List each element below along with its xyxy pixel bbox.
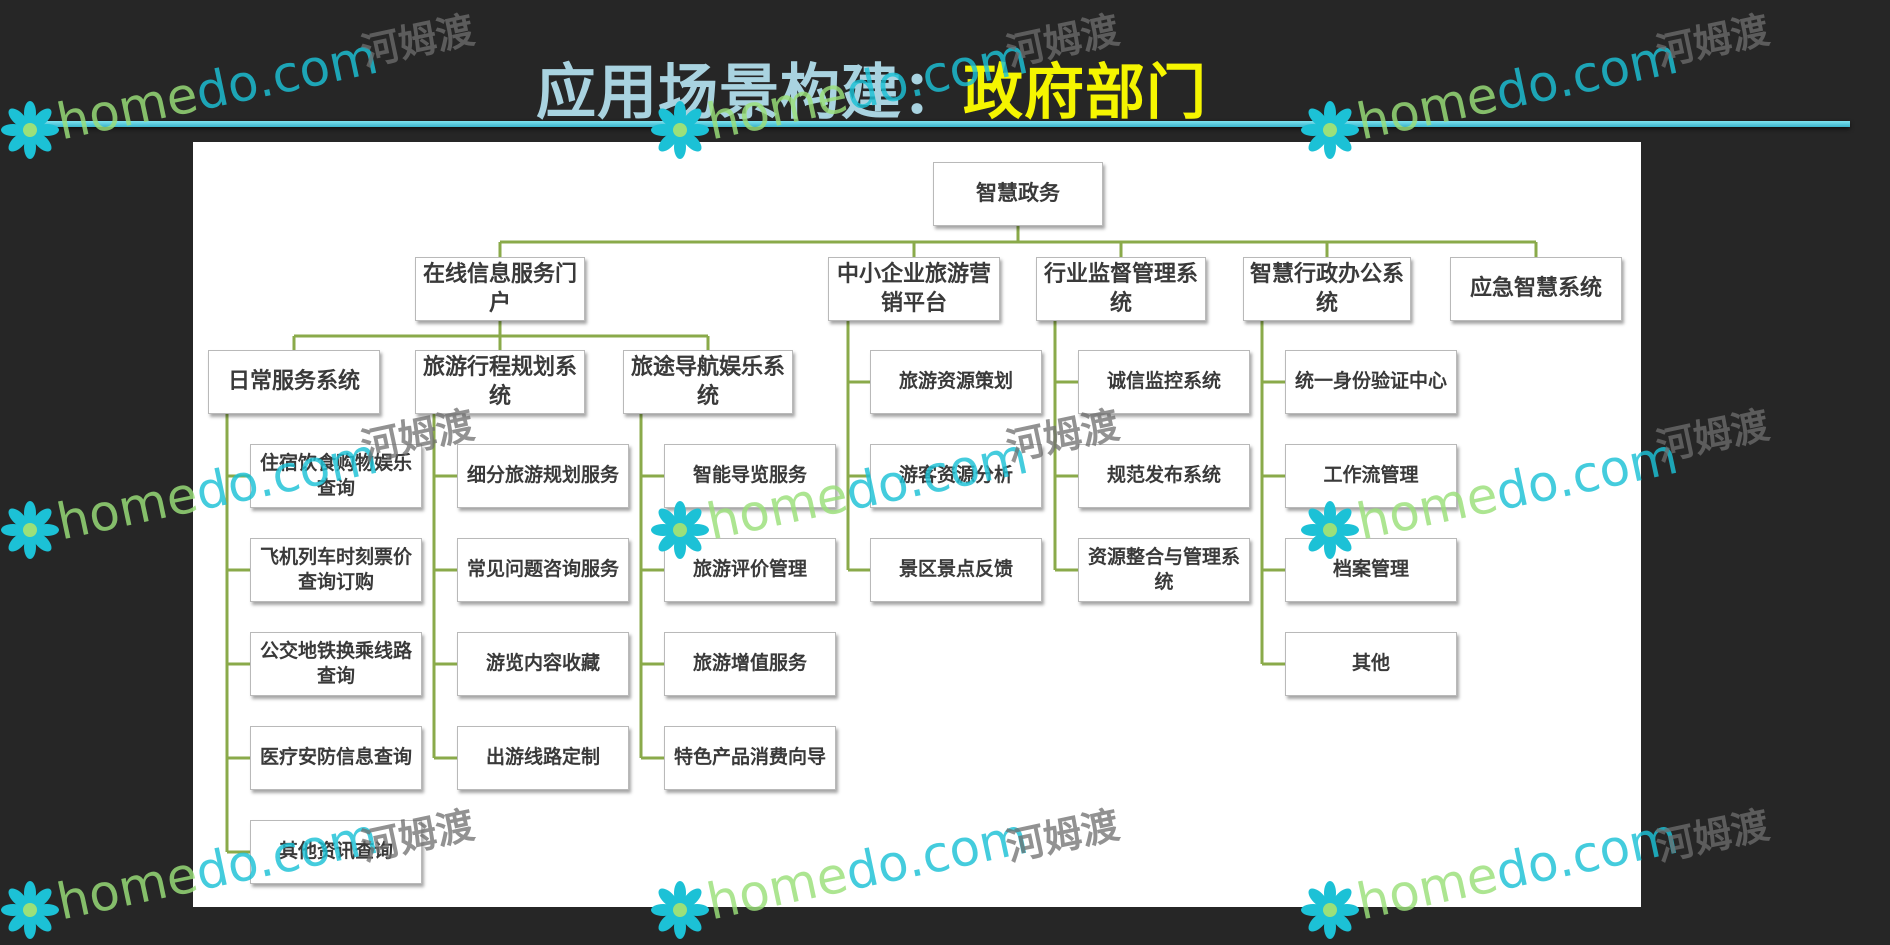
leaf-node: 统一身份验证中心 xyxy=(1285,350,1457,414)
watermark-cn: 河姆渡 xyxy=(1652,802,1774,870)
org-chart-connectors xyxy=(225,226,1538,854)
leaf-node: 住宿饮食购物娱乐查询 xyxy=(250,444,422,508)
watermark-text: homedo.com xyxy=(1351,26,1683,152)
branch-node-emergency: 应急智慧系统 xyxy=(1450,257,1622,321)
leaf-node: 资源整合与管理系统 xyxy=(1078,538,1250,602)
leaf-node: 医疗安防信息查询 xyxy=(250,726,422,790)
branch-node-office: 智慧行政办公系统 xyxy=(1243,257,1411,321)
branch-node-portal: 在线信息服务门户 xyxy=(415,257,585,321)
branch-node-supervision: 行业监督管理系统 xyxy=(1036,257,1206,321)
leaf-node: 其他 xyxy=(1285,632,1457,696)
subbranch-node-daily: 日常服务系统 xyxy=(208,350,380,414)
title-underline xyxy=(30,121,1850,127)
watermark-cn: 河姆渡 xyxy=(1652,7,1774,75)
flower-logo-icon xyxy=(1,101,59,159)
leaf-node: 工作流管理 xyxy=(1285,444,1457,508)
leaf-node: 旅游资源策划 xyxy=(870,350,1042,414)
leaf-node: 游览内容收藏 xyxy=(457,632,629,696)
flower-logo-icon xyxy=(1,501,59,559)
watermark-cn: 河姆渡 xyxy=(1652,402,1774,470)
title-prefix: 应用场景构建： xyxy=(536,58,963,128)
leaf-node: 飞机列车时刻票价查询订购 xyxy=(250,538,422,602)
leaf-node: 常见问题咨询服务 xyxy=(457,538,629,602)
title-highlight: 政府部门 xyxy=(963,58,1207,128)
leaf-node: 景区景点反馈 xyxy=(870,538,1042,602)
leaf-node: 游客资源分析 xyxy=(870,444,1042,508)
leaf-node: 旅游评价管理 xyxy=(664,538,836,602)
branch-node-marketing: 中小企业旅游营销平台 xyxy=(828,257,1000,321)
leaf-node: 诚信监控系统 xyxy=(1078,350,1250,414)
subbranch-node-itinerary: 旅游行程规划系统 xyxy=(415,350,585,414)
org-chart-panel: 智慧政务 在线信息服务门户 中小企业旅游营销平台 行业监督管理系统 智慧行政办公… xyxy=(193,142,1641,907)
leaf-node: 规范发布系统 xyxy=(1078,444,1250,508)
slide-title: 应用场景构建：政府部门 xyxy=(536,44,1207,131)
leaf-node: 智能导览服务 xyxy=(664,444,836,508)
watermark-cn: 河姆渡 xyxy=(357,7,479,75)
leaf-node: 档案管理 xyxy=(1285,538,1457,602)
flower-logo-icon xyxy=(1,881,59,939)
subbranch-node-navigation: 旅途导航娱乐系统 xyxy=(623,350,793,414)
leaf-node: 特色产品消费向导 xyxy=(664,726,836,790)
leaf-node: 旅游增值服务 xyxy=(664,632,836,696)
leaf-node: 其他资讯查询 xyxy=(250,820,422,884)
leaf-node: 公交地铁换乘线路查询 xyxy=(250,632,422,696)
watermark-text: homedo.com xyxy=(51,26,383,152)
leaf-node: 出游线路定制 xyxy=(457,726,629,790)
leaf-node: 细分旅游规划服务 xyxy=(457,444,629,508)
root-node: 智慧政务 xyxy=(933,162,1103,226)
